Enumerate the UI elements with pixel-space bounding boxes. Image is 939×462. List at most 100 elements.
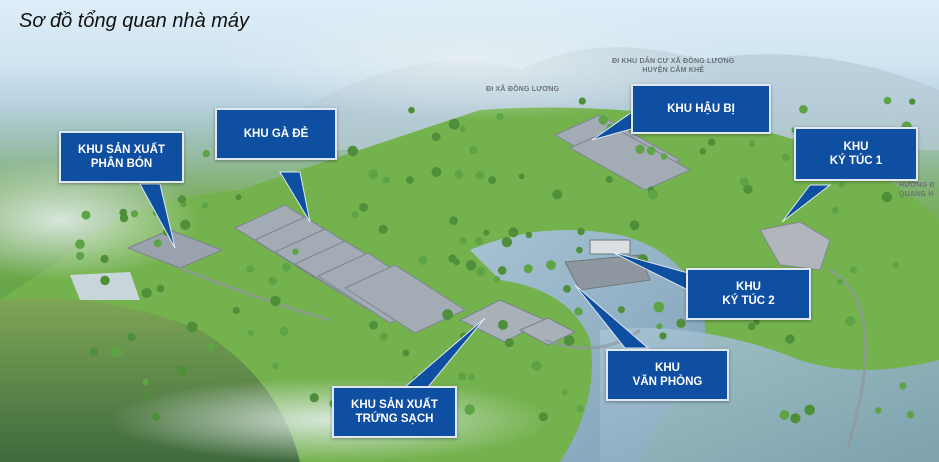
tree-icon [659,332,667,340]
tree-icon [464,404,475,415]
callout-text: KHU [843,141,869,153]
tree-icon [561,389,568,396]
pointer-phan-bon [139,183,176,249]
tree-icon [546,260,556,270]
tree-icon [454,170,464,179]
callout-khu-san-xuat-phan-bon[interactable]: KHU SẢN XUẤT PHÂN BÓN [59,131,184,183]
tree-icon [785,334,795,344]
tree-icon [739,177,749,187]
callout-text: KHU SẢN XUẤT [351,399,438,411]
tree-icon [379,332,388,341]
tree-icon [378,224,388,234]
tree-icon [577,227,585,236]
pointer-ky-tuc-1 [781,184,832,223]
callout-khu-ga-de[interactable]: KHU GÀ ĐẺ [215,108,337,160]
callout-text: TRỨNG SẠCH [355,413,434,425]
tree-icon [574,307,583,316]
tree-icon [849,266,858,274]
tree-icon [402,349,410,357]
callout-khu-ky-tuc-2[interactable]: KHU KÝ TÚC 2 [686,268,811,320]
direction-text: QUANG H [899,191,934,198]
tree-icon [235,194,242,201]
tree-icon [779,410,790,420]
tree-icon [656,323,663,330]
callout-text: KÝ TÚC 2 [722,295,775,307]
tree-icon [100,275,110,286]
pointer-van-phong [574,284,650,349]
tree-icon [206,343,215,352]
callout-khu-san-xuat-trung-sach[interactable]: KHU SẢN XUẤT TRỨNG SẠCH [332,386,457,438]
callout-khu-hau-bi[interactable]: KHU HẬU BỊ [631,84,771,134]
tree-icon [474,237,483,246]
tree-icon [646,146,656,156]
tree-icon [483,229,490,236]
tree-icon [268,276,278,286]
tree-icon [130,210,139,218]
tree-icon [753,318,760,325]
tree-icon [552,189,563,200]
tree-icon [351,210,359,218]
tree-icon [909,98,916,105]
callout-pointers [139,109,832,388]
tree-icon [799,105,808,114]
tree-icon [676,318,686,328]
tree-icon [525,231,533,239]
tree-icon [493,276,501,283]
tree-icon [781,153,790,162]
tree-icon [76,251,85,260]
tree-icon [836,278,844,286]
tree-icon [406,176,414,184]
direction-text: HƯỚNG Đ [899,182,935,189]
pond-left [70,272,140,300]
tree-icon [748,322,756,331]
tree-icon [748,140,756,148]
tree-icon [790,413,801,424]
tree-icon [605,175,613,183]
tree-icon [496,113,504,121]
tree-icon [141,287,152,299]
fog-bottom [110,378,550,462]
tree-icon [127,333,136,342]
tree-icon [653,301,665,313]
tree-icon [151,412,161,422]
tree-icon [838,181,845,188]
tree-icon [875,407,882,414]
direction-label-dong-luong: ĐI XÃ ĐỒNG LƯƠNG [486,85,559,94]
tree-icon [635,144,645,154]
tree-icon [518,173,525,180]
tree-icon [531,360,542,371]
tree-icon [576,405,584,413]
tree-icon [707,138,716,146]
callout-text: KHU GÀ ĐẺ [243,128,309,140]
callout-text: VĂN PHÒNG [632,376,703,388]
tree-icon [100,254,109,264]
callout-text: KHU SẢN XUẤT [78,144,165,156]
tree-icon [475,171,485,180]
tree-icon [883,96,892,105]
tree-icon [831,206,839,214]
page-title: Sơ đồ tổng quan nhà máy [19,10,250,32]
rearing-houses [553,114,692,191]
tree-icon [660,153,668,160]
tree-icon [408,106,415,114]
tree-icon [488,176,497,185]
tree-icon [279,326,289,336]
dormitory-1-buildings [759,221,831,271]
direction-text: ĐI KHU DÂN CƯ XÃ ĐỒNG LƯƠNG [612,58,735,65]
callout-text: KHU HẬU BỊ [667,103,735,115]
tree-icon [418,255,428,265]
tree-icon [538,412,548,422]
callout-khu-van-phong[interactable]: KHU VĂN PHÒNG [606,349,729,401]
callout-text: KHU [736,281,761,293]
tree-icon [469,145,478,155]
callout-khu-ky-tuc-1[interactable]: KHU KÝ TÚC 1 [794,127,918,181]
tree-icon [246,265,254,273]
tree-icon [176,365,187,376]
pointer-ga-de [279,171,311,223]
tree-icon [647,189,658,200]
direction-text: HUYỆN CẨM KHÊ [642,67,705,74]
tree-icon [142,378,149,386]
tree-icon [201,202,209,209]
tree-icon [598,115,608,125]
